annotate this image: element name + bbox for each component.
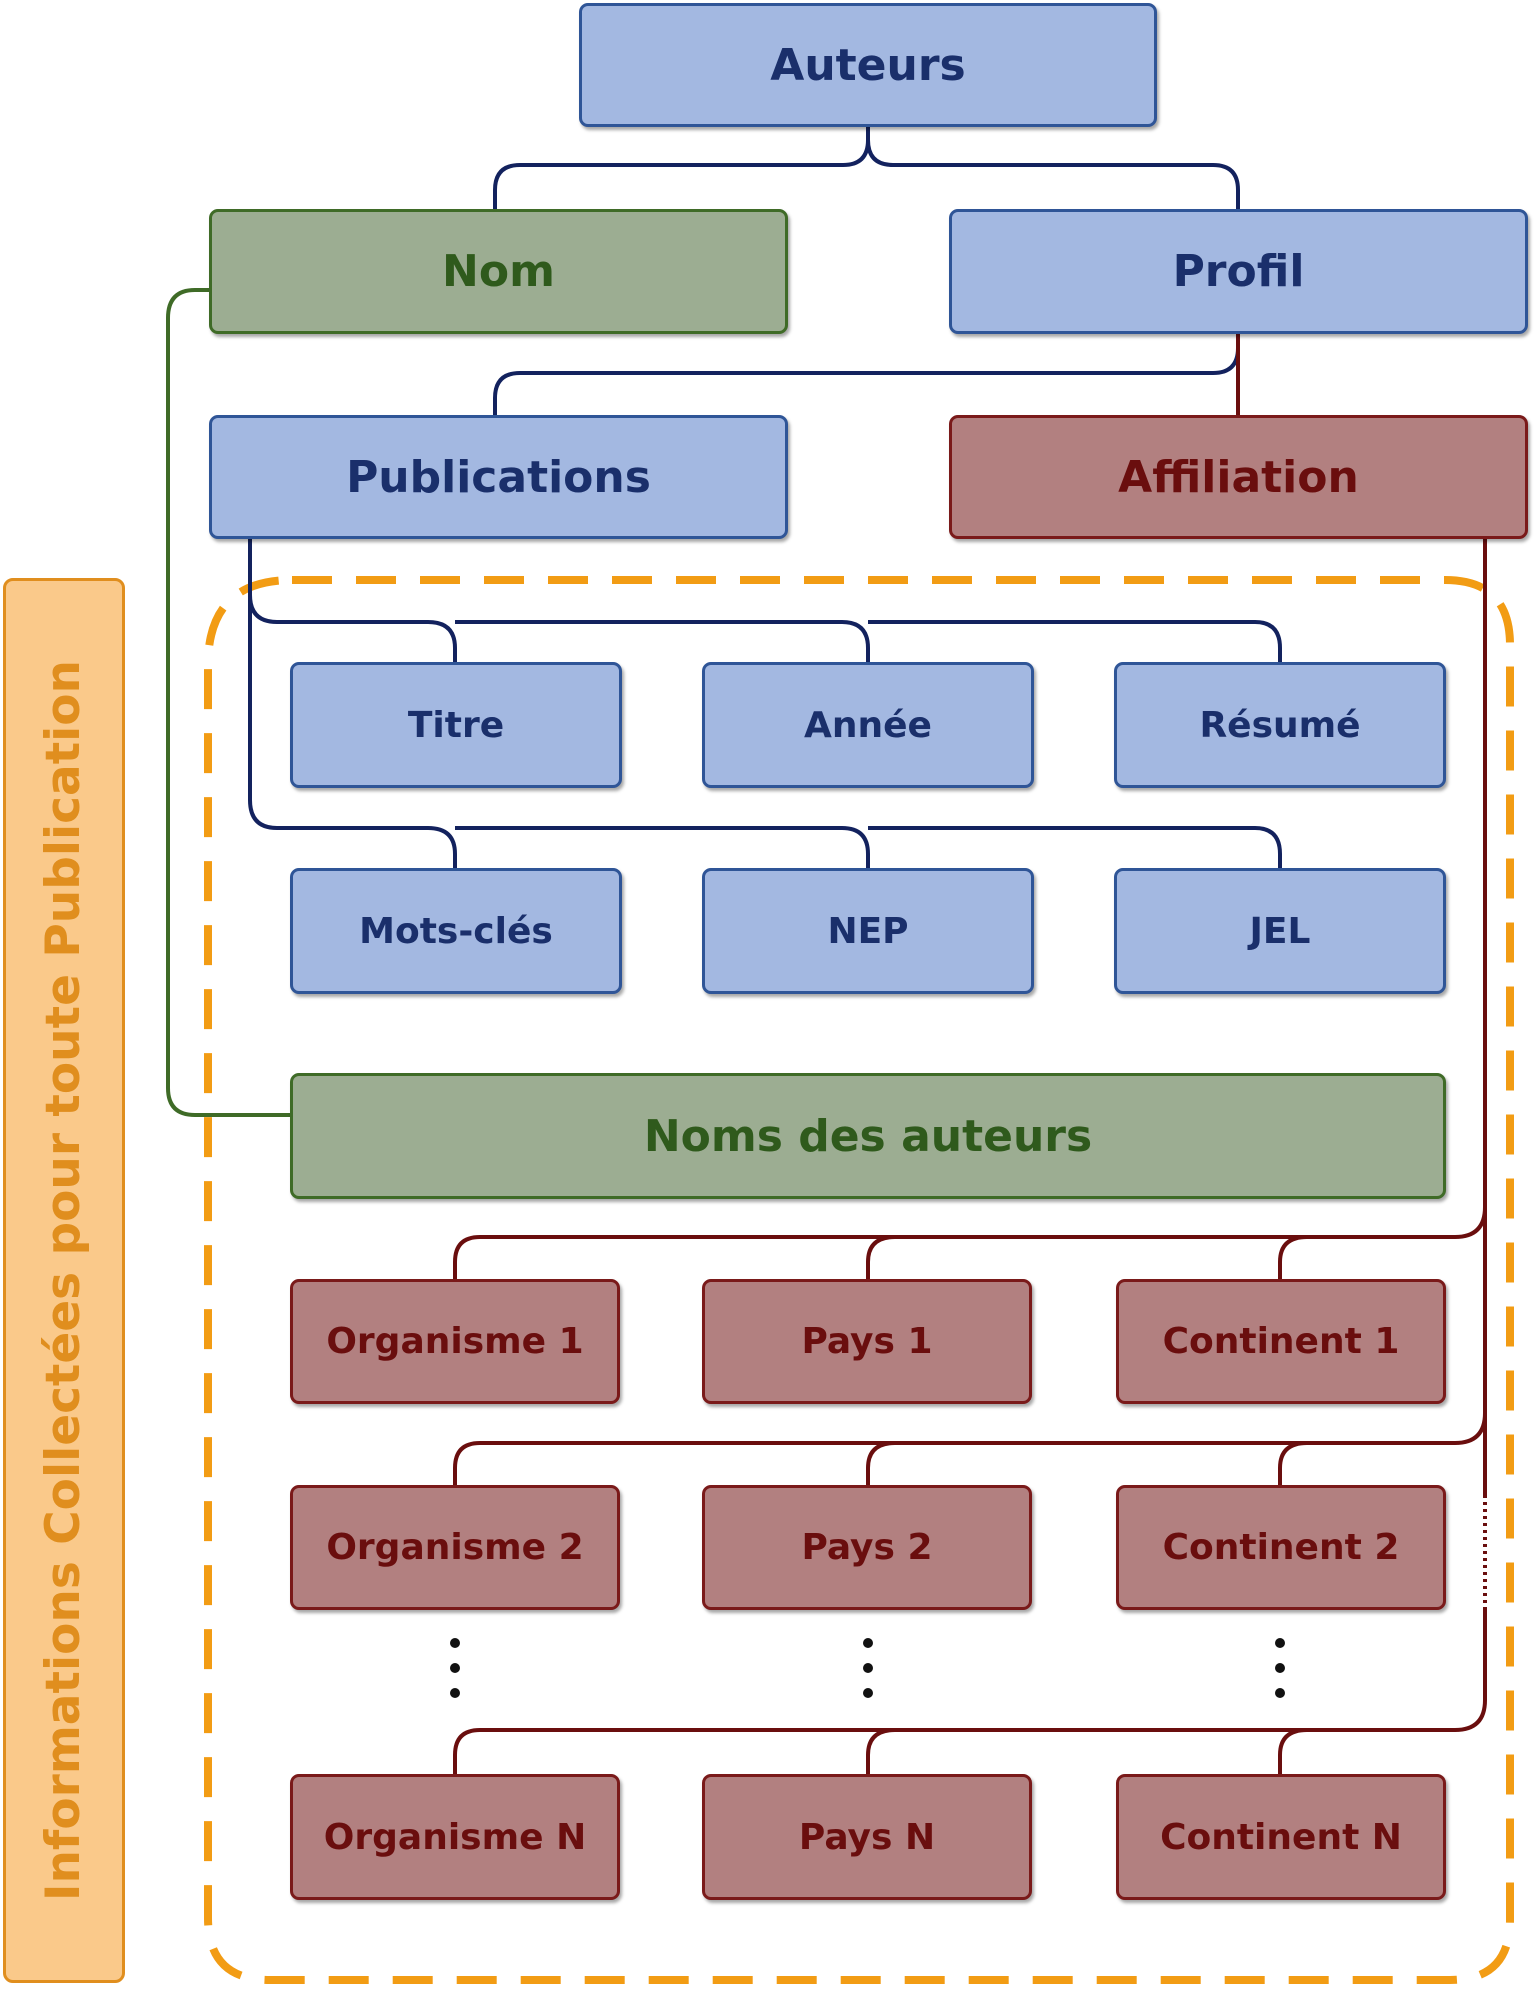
side-label-text: Informations Collectées pour toute Publi… (36, 659, 92, 1902)
ellipsis-pays (858, 1638, 878, 1713)
node-continent-1-label: Continent 1 (1162, 1321, 1400, 1362)
node-continent-1[interactable]: Continent 1 (1116, 1279, 1446, 1404)
node-pays-n-label: Pays N (798, 1816, 936, 1858)
affiliation-connectors (453, 333, 1487, 1775)
side-label-panel: Informations Collectées pour toute Publi… (3, 578, 125, 1983)
node-organisme-2[interactable]: Organisme 2 (290, 1485, 620, 1610)
node-titre-label: Titre (407, 704, 505, 746)
node-nom-label: Nom (442, 246, 555, 297)
node-continent-n[interactable]: Continent N (1116, 1774, 1446, 1900)
node-noms-des-auteurs-label: Noms des auteurs (643, 1110, 1093, 1162)
node-organisme-1-label: Organisme 1 (326, 1321, 584, 1362)
publication-region-dashed-border (204, 576, 1514, 1984)
node-pays-2[interactable]: Pays 2 (702, 1485, 1032, 1610)
node-jel-label: JEL (1249, 910, 1311, 952)
node-continent-n-label: Continent N (1160, 1816, 1402, 1858)
node-continent-2-label: Continent 2 (1162, 1527, 1400, 1568)
node-pays-2-label: Pays 2 (801, 1527, 933, 1568)
node-organisme-n[interactable]: Organisme N (290, 1774, 620, 1900)
node-pays-1[interactable]: Pays 1 (702, 1279, 1032, 1404)
node-annee-label: Année (804, 704, 932, 746)
ellipsis-organisme (445, 1638, 465, 1713)
node-profil-label: Profil (1172, 246, 1305, 297)
node-organisme-1[interactable]: Organisme 1 (290, 1279, 620, 1404)
node-noms-des-auteurs[interactable]: Noms des auteurs (290, 1073, 1446, 1199)
node-continent-2[interactable]: Continent 2 (1116, 1485, 1446, 1610)
node-mots-cles[interactable]: Mots-clés (290, 868, 622, 994)
node-titre[interactable]: Titre (290, 662, 622, 788)
node-publications-label: Publications (346, 451, 651, 503)
node-nep-label: NEP (827, 910, 909, 952)
ellipsis-continent (1270, 1638, 1290, 1713)
node-resume[interactable]: Résumé (1114, 662, 1446, 788)
node-resume-label: Résumé (1199, 704, 1361, 746)
node-auteurs[interactable]: Auteurs (579, 3, 1157, 127)
node-organisme-2-label: Organisme 2 (326, 1527, 584, 1568)
node-profil[interactable]: Profil (949, 209, 1528, 334)
node-nep[interactable]: NEP (702, 868, 1034, 994)
node-nom[interactable]: Nom (209, 209, 788, 334)
node-auteurs-label: Auteurs (770, 39, 966, 91)
node-pays-n[interactable]: Pays N (702, 1774, 1032, 1900)
node-publications[interactable]: Publications (209, 415, 788, 539)
node-pays-1-label: Pays 1 (801, 1321, 933, 1362)
node-affiliation-label: Affiliation (1118, 451, 1359, 503)
node-affiliation[interactable]: Affiliation (949, 415, 1528, 539)
node-annee[interactable]: Année (702, 662, 1034, 788)
node-organisme-n-label: Organisme N (323, 1816, 587, 1858)
node-mots-cles-label: Mots-clés (359, 910, 553, 952)
nom-connector (166, 288, 292, 1117)
node-jel[interactable]: JEL (1114, 868, 1446, 994)
